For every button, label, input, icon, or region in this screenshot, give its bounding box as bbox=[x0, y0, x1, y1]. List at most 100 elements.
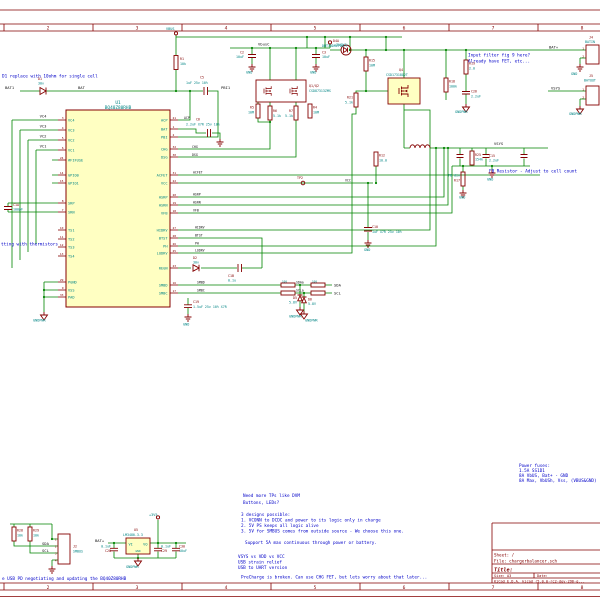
ic-pin-number: 23 bbox=[173, 264, 177, 268]
note-input-filter-2: Already have FET, etc... bbox=[468, 59, 530, 65]
r12-value: 10.0 bbox=[379, 159, 387, 163]
r19-value: 2.0 bbox=[469, 67, 475, 71]
ic-pin-number: 29 bbox=[60, 278, 64, 282]
label-gnd: GND bbox=[571, 72, 577, 76]
label-vsys-j5: VSYS bbox=[551, 86, 561, 91]
j2-pin2: 2 bbox=[55, 545, 57, 549]
ic-pin-name: LODRV bbox=[157, 251, 169, 255]
ic-pin-number: 22 bbox=[173, 179, 177, 183]
r21-value: 5.1k bbox=[345, 101, 353, 105]
power-flag-3v5 bbox=[155, 515, 161, 520]
r25-ref: R25 bbox=[475, 153, 481, 157]
r18-value: 100k bbox=[449, 85, 457, 89]
label-vbus-power: VBUS bbox=[166, 27, 174, 31]
note-designs-0: 3 designs possible: bbox=[241, 512, 290, 518]
c1b-ref: C1B bbox=[228, 274, 234, 278]
ic-pin-number: 20 bbox=[173, 193, 177, 197]
r1-ref: R1 bbox=[180, 57, 184, 61]
label-gndpwr: GNDPWR bbox=[305, 319, 319, 323]
ic-u1[interactable]: U1 BQ40Z80RHB VC43VC34VC25VC16#FIFUSE24G… bbox=[58, 100, 178, 308]
note-fuses-2: 8A VbUS, Bat+ - GND bbox=[519, 473, 569, 479]
ic-pin-name: VC4 bbox=[68, 118, 75, 122]
c2-value: 10uF bbox=[236, 55, 244, 59]
r17-value: FB div bbox=[448, 174, 460, 178]
c26-value: 2.2uF bbox=[471, 95, 481, 99]
ic-pin-name: SMBC bbox=[159, 291, 168, 295]
ic-pin-name: VCC bbox=[161, 181, 168, 185]
ruler-num: 6 bbox=[403, 585, 406, 591]
ic-pin-name: CHG bbox=[161, 147, 168, 151]
r27-value: 100 bbox=[312, 280, 317, 284]
c19-ref: C19 bbox=[193, 300, 199, 304]
j2-ref: J2 bbox=[73, 545, 77, 549]
inductor-l1[interactable] bbox=[409, 144, 431, 149]
j4-pin2: 2 bbox=[582, 54, 584, 58]
c1b-value: 0.1u bbox=[228, 279, 236, 283]
connector-j5-body[interactable] bbox=[585, 85, 600, 106]
label-sda-bottom: SDA bbox=[42, 541, 50, 546]
ic-pin-name: HIDRV bbox=[157, 228, 169, 232]
tp2-ref: TP2 bbox=[297, 176, 303, 180]
connector-j4-body[interactable] bbox=[585, 44, 600, 65]
label-btst: BTST bbox=[195, 234, 203, 238]
ic-pin-number: 31 bbox=[173, 171, 177, 175]
label-acfet: ACFET bbox=[193, 171, 203, 175]
label-scl: SCL bbox=[334, 291, 342, 296]
ic-pin-number: 26 bbox=[173, 242, 177, 246]
zener-d5[interactable] bbox=[296, 294, 304, 302]
ic-pin-number: 9 bbox=[62, 286, 64, 290]
diode-d4a[interactable] bbox=[340, 44, 352, 56]
ic-pin-number: 25 bbox=[173, 249, 177, 253]
d1-value: 30v bbox=[38, 82, 44, 86]
ic-pin-name: VSS bbox=[68, 288, 75, 292]
note-fb-resistor: FB Resistor - Adjust to cell count bbox=[489, 169, 577, 175]
c5-ref: C5 bbox=[200, 76, 204, 80]
ic-pin-number: 4 bbox=[62, 126, 64, 130]
ic-pin-name: REGN bbox=[159, 266, 168, 270]
label-bat1: BAT1 bbox=[5, 85, 15, 90]
u5-pin-vo: VO bbox=[143, 542, 147, 546]
label-hidrv: HIDRV bbox=[195, 226, 205, 230]
component-shapes bbox=[4, 31, 600, 574]
r4-value: 10M bbox=[313, 111, 319, 115]
q4-value: CSD17318Q2T bbox=[386, 73, 408, 77]
label-batp: BAT+ bbox=[549, 45, 559, 50]
ic-pin-number: 3 bbox=[62, 116, 64, 120]
diode-d1[interactable] bbox=[39, 86, 47, 96]
mosfet-q12-body[interactable] bbox=[255, 79, 307, 103]
zener-d6[interactable] bbox=[300, 296, 308, 304]
r18-ref: R18 bbox=[449, 80, 455, 84]
r7-value: 5.1k bbox=[285, 114, 293, 118]
label-gndpwr: GNDPWR bbox=[569, 112, 583, 116]
note-d1: D1 replace with 10ohm for single cell bbox=[2, 74, 98, 80]
regulator-u5-body[interactable] bbox=[125, 537, 151, 555]
r17-ref: R17 bbox=[454, 179, 460, 183]
j2-pin4: 4 bbox=[55, 559, 57, 563]
j5-ref: J5 bbox=[589, 74, 593, 78]
note-fuses-0: Power fuses: bbox=[519, 463, 550, 469]
ic-u1-body[interactable] bbox=[65, 109, 171, 308]
connector-j2-body[interactable] bbox=[57, 533, 71, 565]
c3-ref: C3 bbox=[322, 51, 326, 55]
ic-pin-name: HSRP bbox=[159, 195, 168, 199]
ruler-num: 2 bbox=[47, 26, 50, 32]
note-usb-uart: USB to UART version bbox=[238, 565, 288, 571]
ruler-num: 4 bbox=[225, 26, 228, 32]
titleblock-size: Size: A3 bbox=[494, 574, 511, 578]
j5-pin2: 2 bbox=[582, 95, 584, 99]
testpoint-tp2[interactable] bbox=[300, 180, 306, 186]
note-support-5a: Support 5A max continuous through power … bbox=[245, 540, 377, 546]
label-scl-bottom: SCL bbox=[42, 548, 50, 553]
label-chg: CHG bbox=[192, 145, 198, 149]
diode-d2[interactable] bbox=[192, 264, 200, 272]
label-lodrv: LODRV bbox=[195, 249, 205, 253]
ic-pin-number: 30 bbox=[173, 153, 177, 157]
ic-u1-value: BQ40Z80RHB bbox=[105, 105, 132, 111]
r21-ref: R21 bbox=[347, 96, 353, 100]
label-smbc: SMBC bbox=[197, 288, 205, 292]
label-gnd: GND bbox=[487, 178, 493, 182]
d1-ref: D1 bbox=[38, 77, 42, 81]
label-hsrn: HSRN bbox=[193, 201, 201, 205]
ic-pin-number: 7 bbox=[62, 208, 64, 212]
